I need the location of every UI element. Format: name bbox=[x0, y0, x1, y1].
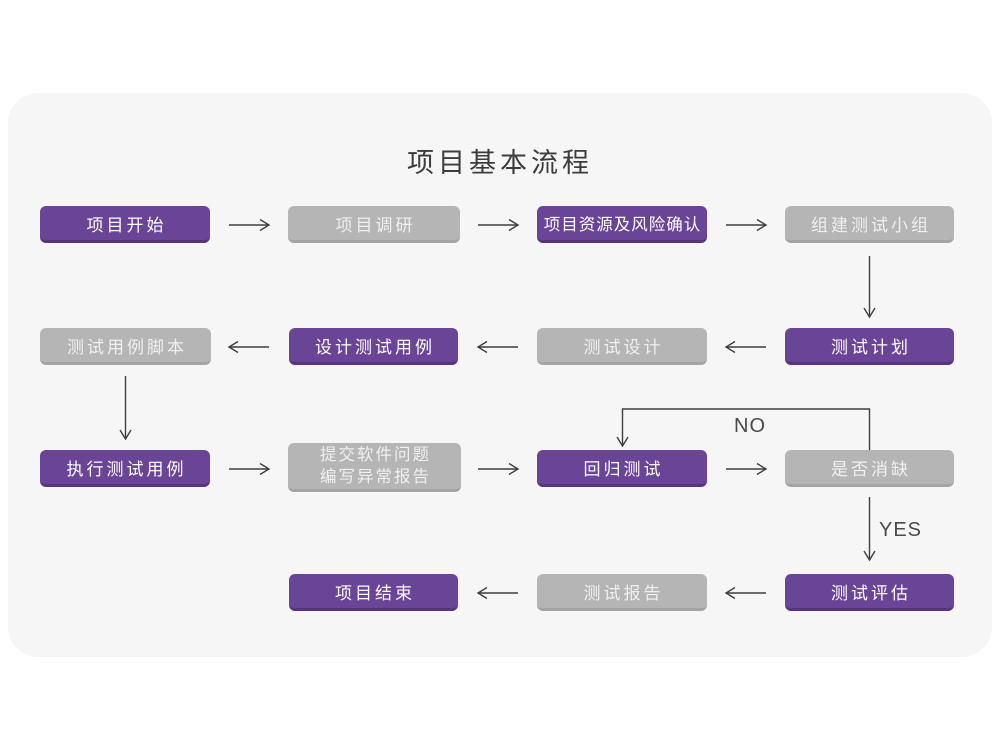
node-label: 项目调研 bbox=[335, 215, 416, 235]
node-label: 测试报告 bbox=[583, 583, 664, 603]
card-background bbox=[8, 93, 992, 657]
node-defect-resolved: 是否消缺 bbox=[785, 450, 954, 487]
node-label: 测试设计 bbox=[583, 337, 664, 357]
node-submit-issues: 提交软件问题 编写异常报告 bbox=[288, 443, 461, 492]
node-label: 提交软件问题 编写异常报告 bbox=[318, 444, 431, 488]
node-label: 项目结束 bbox=[335, 583, 415, 603]
node-test-design: 测试设计 bbox=[537, 328, 707, 365]
diagram-title: 项目基本流程 bbox=[407, 148, 593, 178]
node-execute-test-cases: 执行测试用例 bbox=[40, 450, 210, 487]
node-label: 项目开始 bbox=[86, 215, 167, 235]
node-test-report: 测试报告 bbox=[537, 574, 707, 611]
node-design-test-cases: 设计测试用例 bbox=[289, 328, 458, 365]
node-label: 是否消缺 bbox=[831, 459, 911, 479]
node-project-start: 项目开始 bbox=[40, 206, 210, 243]
node-label: 测试用例脚本 bbox=[67, 337, 187, 357]
edge-label-yes: YES bbox=[879, 519, 923, 541]
node-label-line1: 提交软件问题 bbox=[320, 446, 431, 464]
node-project-research: 项目调研 bbox=[288, 206, 460, 243]
node-project-end: 项目结束 bbox=[289, 574, 458, 611]
node-label: 项目资源及风险确认 bbox=[543, 216, 702, 234]
node-test-plan: 测试计划 bbox=[785, 328, 954, 365]
node-label: 执行测试用例 bbox=[66, 459, 187, 479]
node-label: 回归测试 bbox=[583, 459, 664, 479]
node-label: 设计测试用例 bbox=[315, 337, 435, 357]
node-regression-test: 回归测试 bbox=[537, 450, 707, 487]
edge-label-no: NO bbox=[734, 415, 766, 437]
node-test-case-scripts: 测试用例脚本 bbox=[40, 328, 211, 365]
node-label: 测试计划 bbox=[831, 337, 911, 357]
node-label-line2: 编写异常报告 bbox=[320, 468, 431, 486]
node-label: 测试评估 bbox=[831, 583, 911, 603]
node-test-evaluation: 测试评估 bbox=[785, 574, 954, 611]
node-build-test-team: 组建测试小组 bbox=[785, 206, 954, 243]
node-label: 组建测试小组 bbox=[811, 215, 931, 235]
node-risk-confirm: 项目资源及风险确认 bbox=[537, 206, 707, 243]
